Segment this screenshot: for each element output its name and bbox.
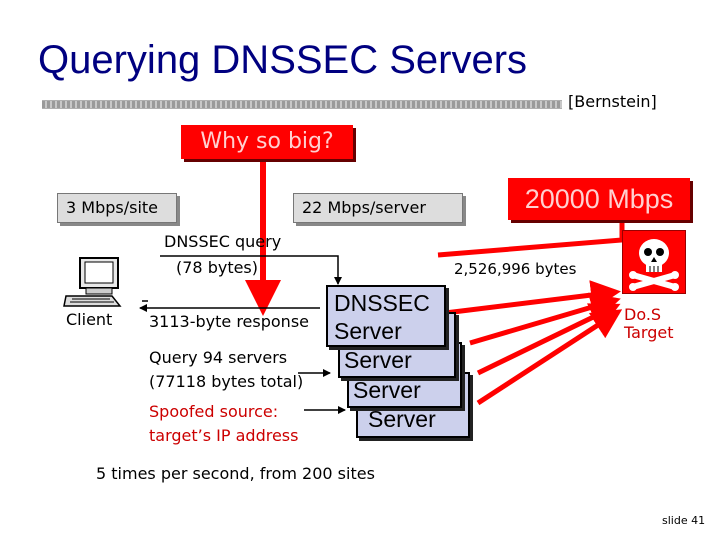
attack-arrow-4 [476, 309, 623, 406]
query-label-line1: DNSSEC query [164, 232, 282, 251]
response-label: 3113-byte response [149, 312, 309, 331]
dos-target-line2: Target [624, 323, 674, 343]
server-box-3-label: Server [353, 377, 421, 403]
attack-arrow-3 [476, 303, 621, 376]
client-label: Client [66, 310, 113, 329]
server-box-2-label: Server [344, 347, 412, 373]
query-arrow [160, 255, 342, 285]
slide-number: slide 41 [662, 514, 706, 527]
attack-rate-box: 20000 Mbps [508, 178, 690, 220]
dos-target-label: Do.S Target [624, 305, 674, 343]
spoof-label-line1: Spoofed source: [149, 402, 279, 421]
title-underline [42, 100, 562, 109]
query-count-line1: Query 94 servers [149, 348, 288, 367]
skull-icon [629, 239, 679, 291]
bytes-label: 2,526,996 bytes [454, 260, 577, 278]
citation: [Bernstein] [568, 92, 657, 111]
bytes-leader-line [437, 222, 625, 258]
client-computer-icon [63, 257, 122, 307]
why-so-big-callout: Why so big? [181, 125, 353, 159]
server-box-4-label: Server [368, 406, 436, 432]
query-label-line2: (78 bytes) [176, 258, 259, 277]
page-title: Querying DNSSEC Servers [38, 38, 528, 82]
dos-target-skull-icon [622, 230, 686, 294]
server-box-1: DNSSEC Server [326, 285, 446, 347]
server-box-1-label: DNSSEC Server [334, 290, 430, 344]
query-count-line2: (77118 bytes total) [149, 372, 304, 391]
server-rate-box: 22 Mbps/server [293, 193, 463, 223]
site-rate-box: 3 Mbps/site [57, 193, 177, 223]
dos-target-line1: Do.S [624, 305, 662, 324]
attack-arrow-1 [444, 280, 621, 316]
spoof-label-line2: target’s IP address [149, 426, 299, 445]
footer-note: 5 times per second, from 200 sites [96, 464, 375, 483]
